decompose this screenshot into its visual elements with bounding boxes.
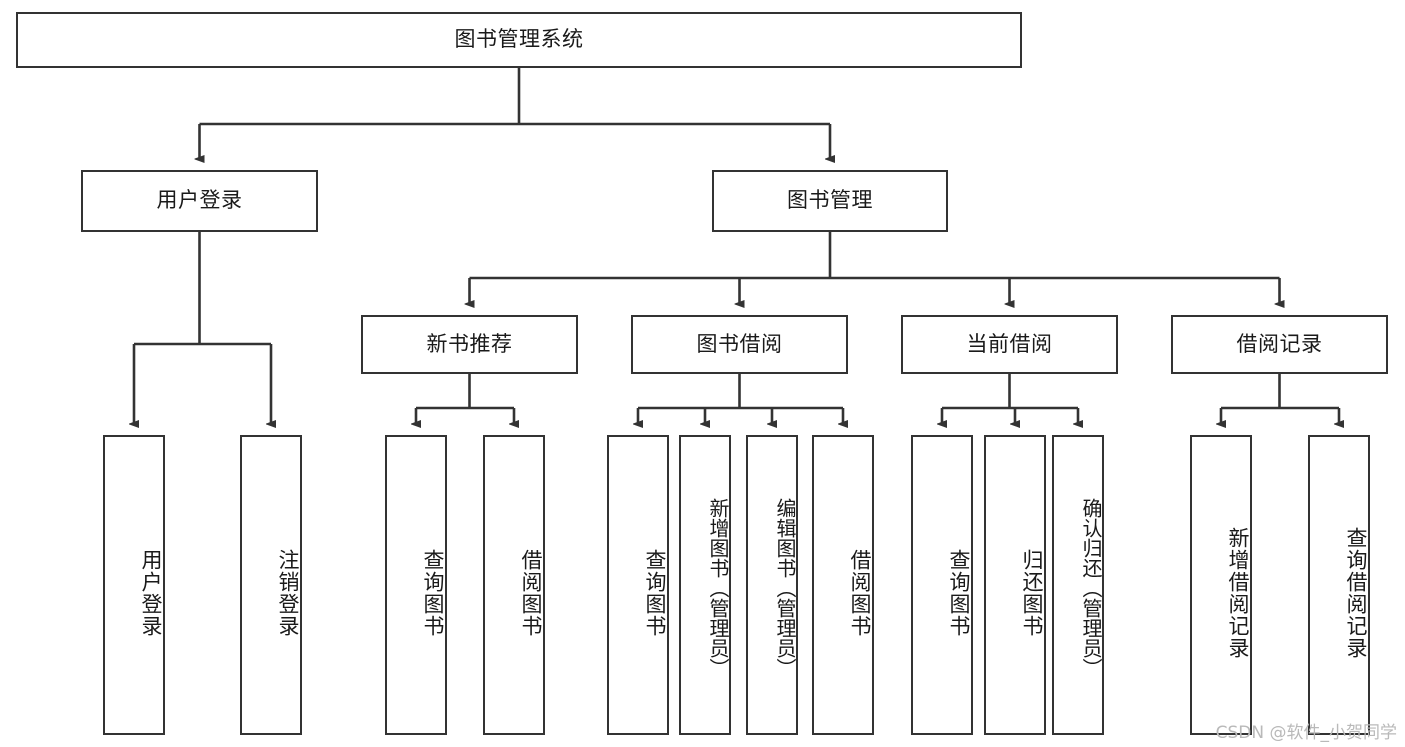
node-leaf-user-logout-label: 注销登录 xyxy=(276,549,300,637)
node-new-book-rec[interactable]: 新书推荐 xyxy=(361,315,578,374)
node-leaf-borrow-book-2-label: 借阅图书 xyxy=(848,549,872,637)
node-user-login[interactable]: 用户登录 xyxy=(81,170,318,232)
node-leaf-add-record[interactable]: 新增借阅记录 xyxy=(1190,435,1252,735)
node-leaf-query-record[interactable]: 查询借阅记录 xyxy=(1308,435,1370,735)
node-leaf-borrow-book-2[interactable]: 借阅图书 xyxy=(812,435,874,735)
node-leaf-query-record-label: 查询借阅记录 xyxy=(1344,527,1368,659)
node-leaf-borrow-book-1-label: 借阅图书 xyxy=(519,549,543,637)
node-leaf-query-book-1[interactable]: 查询图书 xyxy=(385,435,447,735)
node-leaf-user-login[interactable]: 用户登录 xyxy=(103,435,165,735)
node-current-borrow[interactable]: 当前借阅 xyxy=(901,315,1118,374)
node-leaf-confirm-return[interactable]: 确认归还（管理员） xyxy=(1052,435,1104,735)
node-leaf-confirm-return-label: 确认归还（管理员） xyxy=(1079,498,1103,678)
node-root[interactable]: 图书管理系统 xyxy=(16,12,1022,68)
node-leaf-return-book[interactable]: 归还图书 xyxy=(984,435,1046,735)
node-current-borrow-label: 当前借阅 xyxy=(966,331,1053,356)
node-leaf-query-book-3[interactable]: 查询图书 xyxy=(911,435,973,735)
node-leaf-user-login-label: 用户登录 xyxy=(139,549,163,637)
node-leaf-edit-book-label: 编辑图书（管理员） xyxy=(773,498,797,678)
node-leaf-add-record-label: 新增借阅记录 xyxy=(1226,527,1250,659)
node-borrow-record-label: 借阅记录 xyxy=(1236,331,1323,356)
node-leaf-add-book-label: 新增图书（管理员） xyxy=(706,498,730,678)
node-book-manage[interactable]: 图书管理 xyxy=(712,170,948,232)
node-root-label: 图书管理系统 xyxy=(454,27,584,52)
node-leaf-query-book-1-label: 查询图书 xyxy=(421,549,445,637)
node-borrow-record[interactable]: 借阅记录 xyxy=(1171,315,1388,374)
node-user-login-label: 用户登录 xyxy=(156,188,243,213)
node-book-manage-label: 图书管理 xyxy=(787,188,873,213)
node-leaf-add-book[interactable]: 新增图书（管理员） xyxy=(679,435,731,735)
node-leaf-query-book-2-label: 查询图书 xyxy=(643,549,667,637)
node-leaf-borrow-book-1[interactable]: 借阅图书 xyxy=(483,435,545,735)
node-new-book-rec-label: 新书推荐 xyxy=(426,331,513,356)
node-leaf-return-book-label: 归还图书 xyxy=(1020,549,1044,637)
node-leaf-edit-book[interactable]: 编辑图书（管理员） xyxy=(746,435,798,735)
node-leaf-query-book-2[interactable]: 查询图书 xyxy=(607,435,669,735)
node-leaf-user-logout[interactable]: 注销登录 xyxy=(240,435,302,735)
node-leaf-query-book-3-label: 查询图书 xyxy=(947,549,971,637)
node-book-borrow-label: 图书借阅 xyxy=(696,331,783,356)
node-book-borrow[interactable]: 图书借阅 xyxy=(631,315,848,374)
